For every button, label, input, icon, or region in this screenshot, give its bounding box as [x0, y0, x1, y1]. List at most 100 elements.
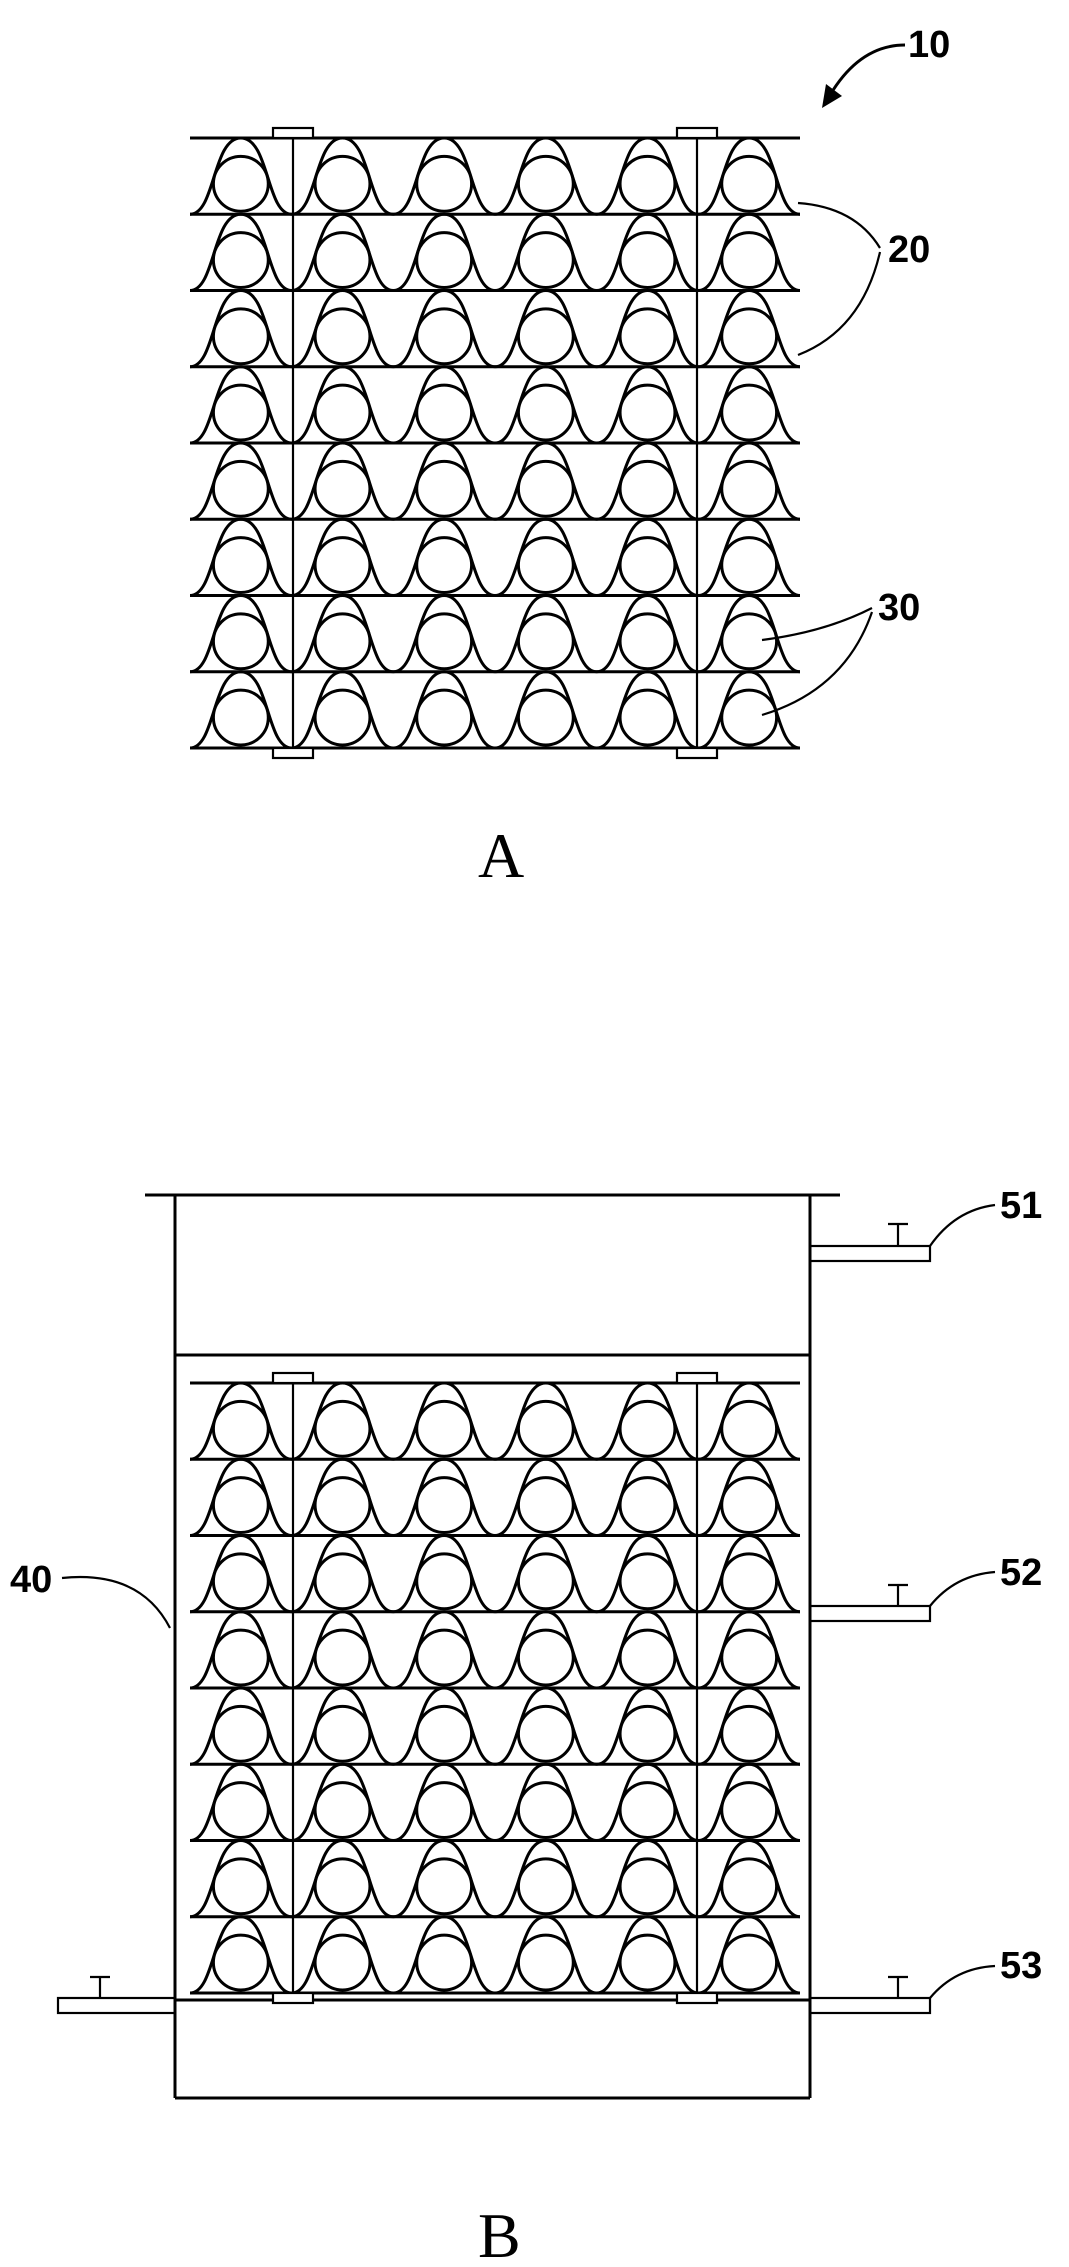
corrugated-layer: [189, 1457, 801, 1538]
tube-circle: [313, 1857, 372, 1916]
tube-circle: [211, 1552, 270, 1611]
tube-circle: [211, 383, 270, 442]
tube-circle: [618, 612, 677, 671]
tube-circle: [313, 383, 372, 442]
label-40-leader: [61, 1576, 171, 1629]
tie-rod-cap-bottom: [675, 746, 719, 760]
corrugated-layer: [189, 1381, 801, 1461]
tube-circle: [211, 307, 270, 366]
tube-circle: [618, 383, 677, 442]
tube-circle: [415, 1552, 474, 1611]
tube-circle: [516, 1399, 575, 1458]
tube-circle: [516, 231, 575, 289]
tube-circle: [313, 231, 372, 289]
figure-b: 51 52 53 40 B: [10, 1185, 1042, 2267]
figure-a: 10 20 30 A: [189, 24, 950, 891]
tube-circle: [415, 231, 474, 289]
tube-circle: [516, 688, 575, 747]
corrugated-layer: [189, 1838, 801, 1919]
tube-circle: [415, 1399, 474, 1458]
tube-circle: [618, 1476, 677, 1535]
tube-circle: [211, 1628, 270, 1687]
corrugated-layer: [189, 1915, 801, 1995]
tube-circle: [618, 1933, 677, 1992]
corrugated-layer: [189, 593, 801, 674]
tube-circle: [415, 1933, 474, 1992]
tube-circle: [618, 688, 677, 747]
tube-circle: [516, 154, 575, 213]
tie-rod-cap-top: [271, 126, 315, 140]
port-51-pipe: [808, 1244, 932, 1263]
tie-rod-cap-bottom: [271, 746, 315, 760]
tube-circle: [211, 1399, 270, 1458]
tube-circle: [516, 1781, 575, 1840]
packing-stack-a: [189, 126, 801, 760]
tube-circle: [516, 1704, 575, 1763]
tube-circle: [211, 1857, 270, 1916]
tube-circle: [720, 1628, 779, 1687]
tie-rod-cap-top: [675, 1371, 719, 1385]
tube-circle: [720, 612, 779, 671]
tube-circle: [516, 1857, 575, 1916]
tube-circle: [313, 536, 372, 594]
tube-circle: [516, 1552, 575, 1611]
tube-circle: [720, 1704, 779, 1763]
tube-circle: [313, 1933, 372, 1992]
tube-circle: [516, 459, 575, 518]
tube-circle: [211, 1704, 270, 1763]
label-51: 51: [1000, 1185, 1042, 1227]
corrugated-layer: [189, 365, 801, 445]
tie-rod-cap-top: [675, 126, 719, 140]
tube-circle: [516, 1933, 575, 1992]
port-52-valve: [888, 1583, 908, 1606]
tube-circle: [720, 307, 779, 366]
tube-circle: [720, 1781, 779, 1840]
tube-circle: [618, 307, 677, 366]
label-30: 30: [878, 587, 920, 629]
corrugated-layer: [189, 288, 801, 369]
tube-circle: [720, 383, 779, 442]
tube-circle: [720, 536, 779, 594]
label-53-leader: [929, 1964, 996, 1999]
tube-circle: [415, 536, 474, 594]
tube-circle: [211, 536, 270, 594]
tube-circle: [516, 536, 575, 594]
corrugated-layer: [189, 1762, 801, 1843]
tube-circle: [516, 612, 575, 671]
inlet-pipe-left: [56, 1996, 177, 2015]
packing-stack-b: [189, 1371, 801, 2005]
tube-circle: [618, 154, 677, 213]
tube-circle: [415, 688, 474, 747]
tie-rod-cap-top: [271, 1371, 315, 1385]
corrugated-layer: [189, 136, 801, 216]
tube-circle: [313, 1628, 372, 1687]
label-10: 10: [908, 24, 950, 66]
tube-circle: [618, 1552, 677, 1611]
caption-a: A: [478, 820, 524, 891]
tube-circle: [415, 612, 474, 671]
label-52-leader: [929, 1570, 996, 1607]
tube-circle: [516, 383, 575, 442]
label-51-leader: [929, 1203, 996, 1247]
tube-circle: [516, 1476, 575, 1535]
corrugated-layer: [189, 441, 801, 521]
label-30-leader-2: [761, 611, 874, 717]
tube-circle: [313, 459, 372, 518]
label-20-leader-2: [797, 251, 882, 357]
tube-circle: [415, 1628, 474, 1687]
tube-circle: [516, 1628, 575, 1687]
tube-circle: [415, 307, 474, 366]
port-51-valve: [888, 1222, 908, 1246]
inlet-valve-left: [90, 1975, 110, 1998]
tube-circle: [720, 1933, 779, 1992]
tube-circle: [211, 154, 270, 213]
tube-circle: [313, 688, 372, 747]
tube-circle: [415, 459, 474, 518]
tube-circle: [313, 307, 372, 366]
tube-circle: [415, 1781, 474, 1840]
tube-circle: [618, 1857, 677, 1916]
corrugated-layer: [189, 1533, 801, 1614]
tube-circle: [313, 1399, 372, 1458]
tube-circle: [618, 536, 677, 594]
